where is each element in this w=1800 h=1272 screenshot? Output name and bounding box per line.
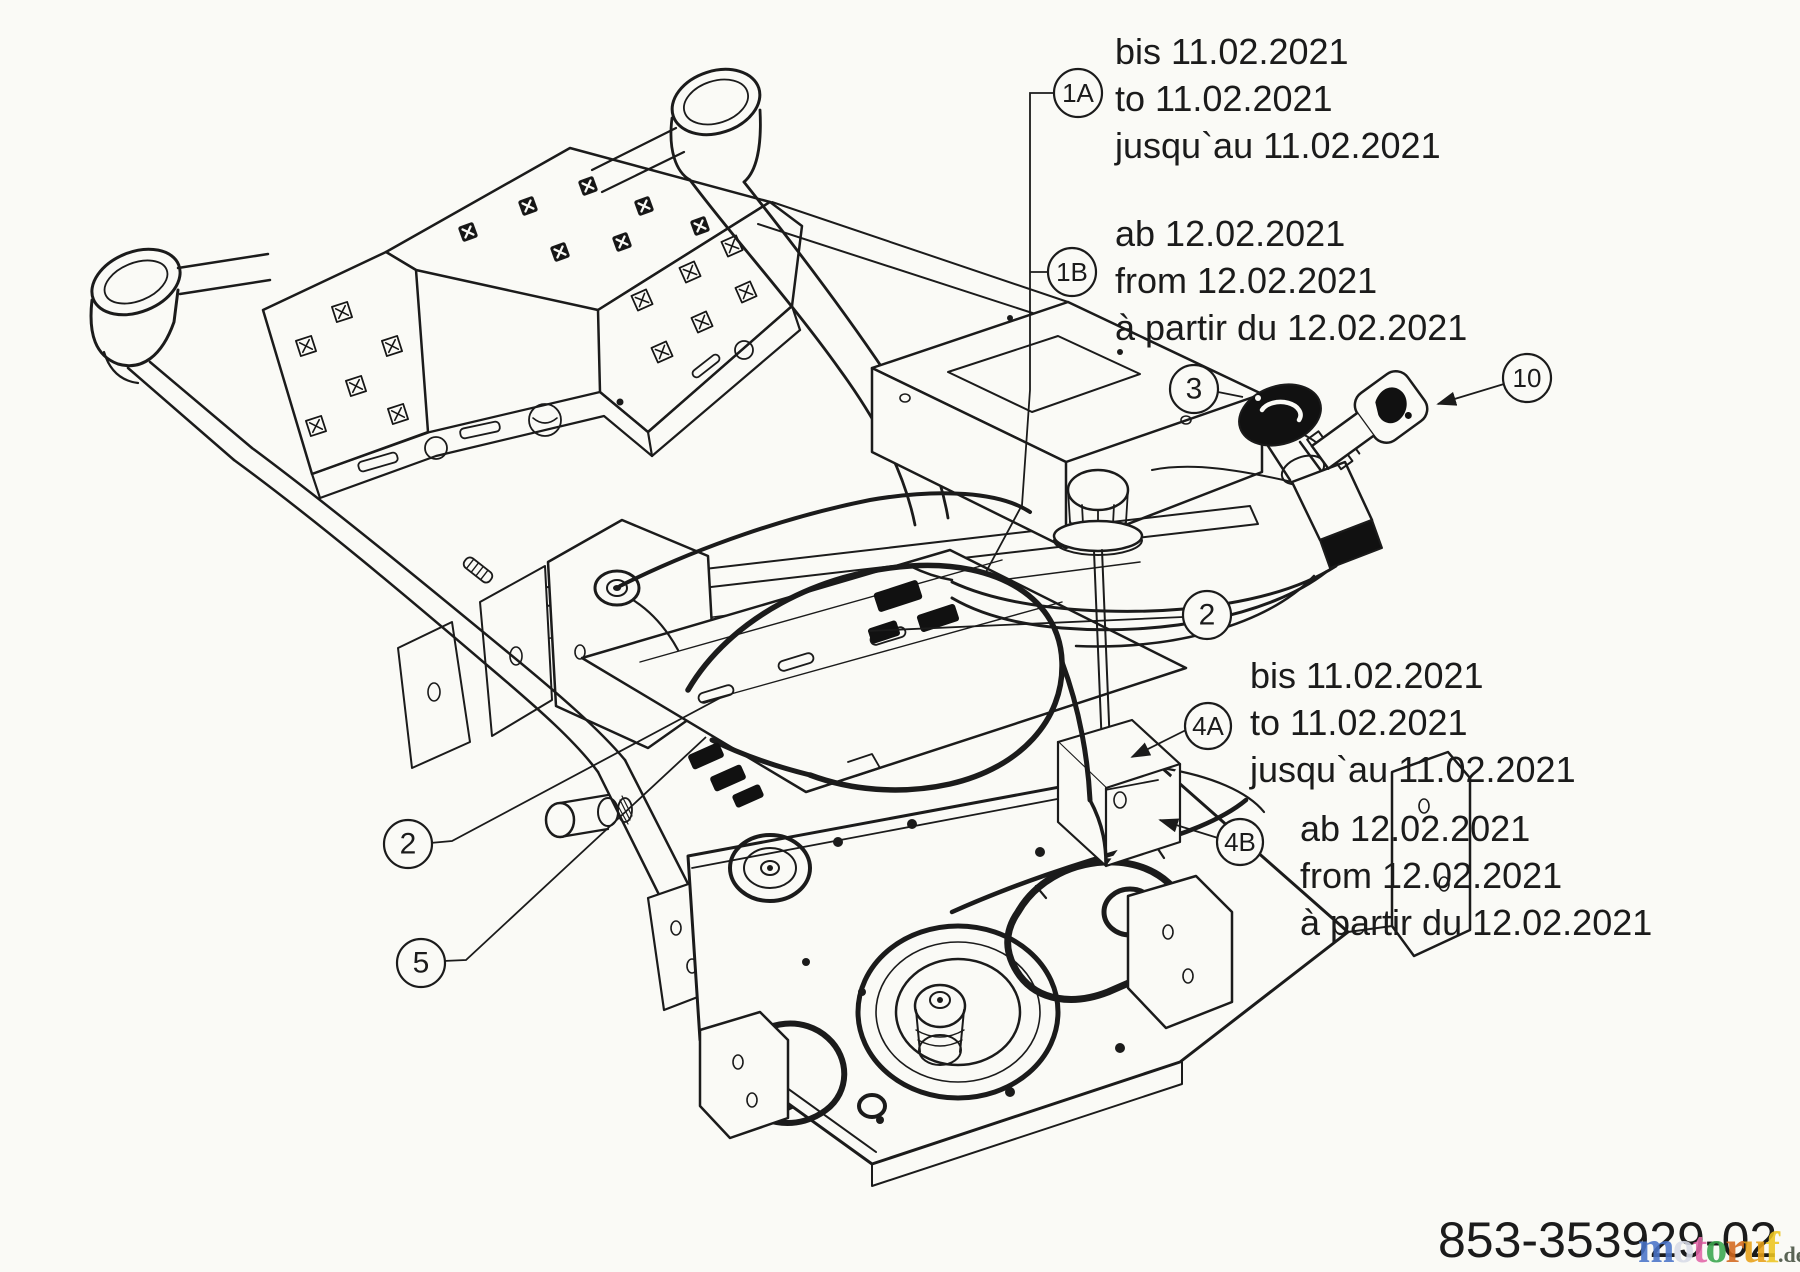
leader-2-lower — [429, 697, 721, 844]
callout-4b-label: 4B — [1224, 827, 1256, 857]
watermark-logo: motoruf.de — [1638, 1223, 1800, 1272]
note-4b-line-3: à partir du 12.02.2021 — [1300, 902, 1652, 943]
callout-2-upper: 2 — [1181, 589, 1233, 641]
note-1a-line-1: bis 11.02.2021 — [1115, 31, 1349, 72]
callout-5: 5 — [395, 937, 447, 989]
note-4a-line-3: jusqu`au 11.02.2021 — [1249, 749, 1576, 790]
watermark-letter: m — [1638, 1223, 1674, 1272]
note-4b-line-1: ab 12.02.2021 — [1300, 808, 1530, 849]
note-1b-line-3: à partir du 12.02.2021 — [1115, 307, 1467, 348]
note-1b-line-2: from 12.02.2021 — [1115, 260, 1377, 301]
callout-2-lower-label: 2 — [400, 828, 417, 861]
watermark-letter: o — [1673, 1223, 1694, 1272]
leader-lines — [429, 92, 1505, 962]
date-note-4a: bis 11.02.2021 to 11.02.2021 jusqu`au 11… — [1249, 655, 1576, 790]
callout-2-lower: 2 — [382, 818, 434, 870]
leader-2-upper — [867, 616, 1184, 632]
date-note-4b: ab 12.02.2021 from 12.02.2021 à partir d… — [1300, 808, 1652, 943]
note-1a-line-2: to 11.02.2021 — [1115, 78, 1333, 119]
callout-5-label: 5 — [413, 947, 430, 980]
note-1b-line-1: ab 12.02.2021 — [1115, 213, 1345, 254]
callout-4a-label: 4A — [1192, 711, 1224, 741]
date-note-1b: ab 12.02.2021 from 12.02.2021 à partir d… — [1115, 213, 1467, 348]
callouts: 1A 1B 2 3 10 4A 4B 2 — [382, 67, 1553, 989]
rear-panel — [261, 146, 804, 500]
idler-pulley — [728, 833, 812, 903]
wiring-harness — [618, 491, 1108, 866]
callout-10-label: 10 — [1513, 363, 1542, 393]
note-4a-line-1: bis 11.02.2021 — [1250, 655, 1484, 696]
callout-3-label: 3 — [1186, 373, 1203, 406]
watermark-letter: r — [1725, 1223, 1744, 1272]
watermark-suffix: .de — [1778, 1242, 1800, 1267]
callout-1a: 1A — [1052, 67, 1104, 119]
leader-1a-1b — [985, 92, 1054, 573]
note-4b-line-2: from 12.02.2021 — [1300, 855, 1562, 896]
frame-drawing — [89, 67, 1472, 1187]
callout-1a-label: 1A — [1062, 78, 1094, 108]
note-4a-line-2: to 11.02.2021 — [1250, 702, 1468, 743]
part-number: 853-353929-02 — [1438, 1212, 1777, 1268]
callout-10: 10 — [1501, 352, 1553, 404]
callout-1b: 1B — [1046, 246, 1098, 298]
leader-4b — [1158, 818, 1219, 839]
leader-10 — [1436, 383, 1505, 406]
date-note-1a: bis 11.02.2021 to 11.02.2021 jusqu`au 11… — [1114, 31, 1441, 166]
harness-connectors — [688, 580, 960, 808]
leader-5 — [442, 736, 707, 962]
callout-3: 3 — [1168, 363, 1220, 415]
mower-deck — [686, 750, 1472, 1187]
watermark-letter: o — [1705, 1223, 1726, 1272]
spindle-pulley — [855, 923, 1061, 1101]
callout-4b: 4B — [1215, 817, 1265, 867]
left-frame-post — [89, 247, 272, 462]
callout-2-upper-label: 2 — [1199, 599, 1216, 632]
leader-3 — [1217, 391, 1244, 398]
spring-pin — [462, 556, 494, 584]
callout-4a: 4A — [1183, 701, 1233, 751]
ignition-key — [1306, 370, 1429, 471]
axle-stub — [544, 793, 633, 839]
note-1a-line-3: jusqu`au 11.02.2021 — [1114, 125, 1441, 166]
leader-4a — [1130, 729, 1187, 758]
watermark-letter: u — [1743, 1223, 1767, 1272]
callout-1b-label: 1B — [1056, 257, 1088, 287]
